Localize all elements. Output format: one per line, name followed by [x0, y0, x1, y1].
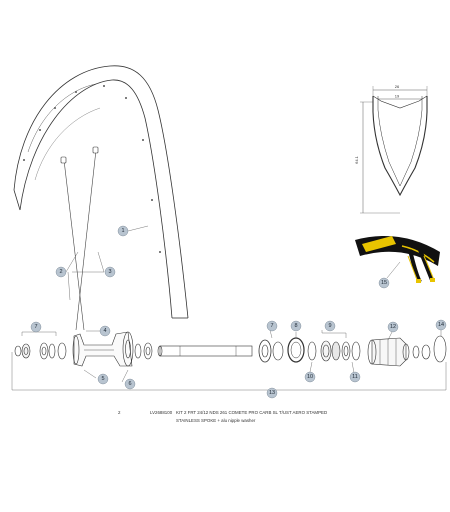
- svg-text:4: 4: [103, 328, 106, 334]
- svg-text:9: 9: [328, 323, 331, 329]
- callout-1: 1: [117, 225, 129, 237]
- profile-width-inner: 19: [395, 94, 400, 99]
- svg-text:8: 8: [294, 323, 297, 329]
- svg-text:10: 10: [307, 374, 313, 380]
- callout-8: 8: [290, 320, 302, 332]
- svg-text:7: 7: [270, 323, 273, 329]
- tire: [355, 236, 440, 283]
- svg-text:7: 7: [34, 324, 37, 330]
- svg-text:1: 1: [121, 228, 124, 234]
- profile-depth: 64.1: [354, 155, 359, 164]
- callout-7-left: 7: [30, 321, 42, 333]
- svg-text:15: 15: [381, 280, 387, 286]
- parts-code: LV2688100: [150, 410, 173, 415]
- svg-text:13: 13: [269, 390, 275, 396]
- profile-width-outer: 26: [395, 84, 400, 89]
- parts-item-number: 2: [118, 410, 121, 415]
- leader-lines: [11, 225, 447, 391]
- svg-text:5: 5: [101, 376, 104, 382]
- svg-text:6: 6: [128, 381, 131, 387]
- hub-exploded-row: [14, 331, 447, 367]
- callout-9: 9: [324, 320, 336, 332]
- rim-profile-cross-section: [360, 86, 428, 214]
- callout-14: 14: [435, 319, 447, 331]
- rim-holes: [23, 85, 161, 253]
- parts-description-line2: STAINLESS SPOKE + alu nipple washer: [176, 418, 256, 423]
- svg-text:2: 2: [59, 269, 62, 275]
- svg-text:3: 3: [108, 269, 111, 275]
- spokes: [63, 149, 97, 331]
- callout-3: 3: [104, 266, 116, 278]
- callout-5: 5: [97, 373, 109, 385]
- callout-15: 15: [378, 277, 390, 289]
- callout-7-right: 7: [266, 320, 278, 332]
- svg-text:11: 11: [352, 374, 358, 380]
- callout-13: 13: [266, 387, 278, 399]
- rim: [13, 65, 189, 319]
- svg-text:14: 14: [438, 322, 444, 328]
- callout-11: 11: [349, 371, 361, 383]
- callout-2: 2: [55, 266, 67, 278]
- callout-6: 6: [124, 378, 136, 390]
- spoke-nipples: [60, 146, 99, 164]
- parts-description: KIT 2 FRT 24/12 NDS 261 COMETE PRO CARB …: [176, 410, 328, 415]
- callout-10: 10: [304, 371, 316, 383]
- callout-4: 4: [99, 325, 111, 337]
- svg-text:12: 12: [390, 324, 396, 330]
- callout-12: 12: [387, 321, 399, 333]
